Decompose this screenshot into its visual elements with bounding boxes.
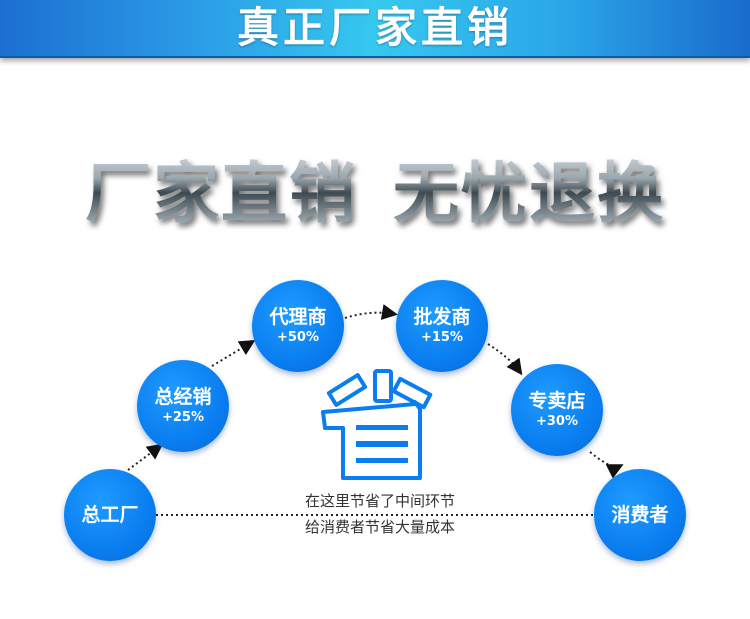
- note-line1: 在这里节省了中间环节: [304, 492, 455, 510]
- node-factory: 总工厂: [64, 469, 156, 561]
- header-banner: 真正厂家直销: [0, 0, 750, 58]
- arrow-5: [589, 451, 624, 479]
- node-name: 总工厂: [81, 504, 139, 526]
- node-markup: +50%: [276, 330, 319, 345]
- arrow-1: [127, 443, 164, 471]
- note-line2: 给消费者节省大量成本: [270, 517, 490, 537]
- node-store: 专卖店 +30%: [511, 364, 603, 456]
- node-agent: 代理商 +50%: [252, 280, 344, 372]
- node-wholesaler: 批发商 +15%: [396, 280, 488, 372]
- banner-title: 真正厂家直销: [236, 3, 513, 52]
- node-name: 代理商: [269, 306, 327, 328]
- node-name: 消费者: [611, 504, 669, 526]
- save-icon: [321, 369, 433, 480]
- node-distributor: 总经销 +25%: [137, 360, 229, 452]
- node-markup: +15%: [420, 330, 463, 345]
- arrow-3: [344, 304, 398, 320]
- arrow-4: [487, 343, 523, 376]
- arrow-2: [211, 339, 256, 367]
- node-name: 批发商: [413, 306, 471, 328]
- node-consumer: 消费者: [594, 469, 686, 561]
- node-name: 总经销: [154, 386, 212, 408]
- node-name: 专卖店: [528, 390, 586, 412]
- node-markup: +30%: [535, 414, 578, 429]
- node-markup: +25%: [161, 410, 204, 425]
